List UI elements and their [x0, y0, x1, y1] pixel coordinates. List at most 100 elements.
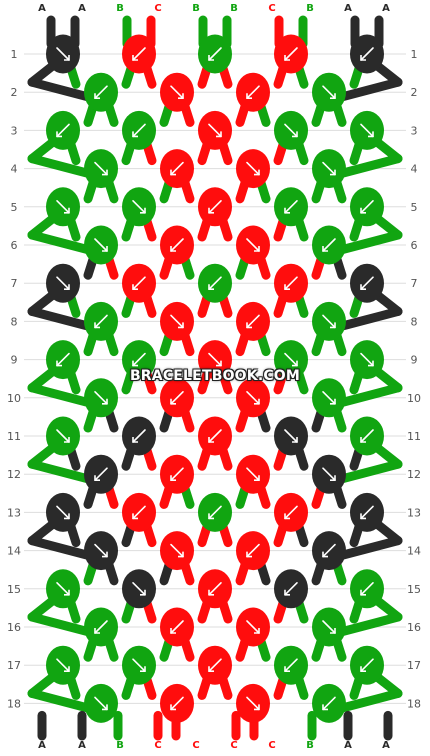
- arrow-down-left-icon: [284, 581, 298, 596]
- arrow-down-right-icon: [246, 620, 260, 634]
- arrow-down-left-icon: [56, 352, 70, 367]
- arrow-head-icon: [330, 398, 336, 405]
- arrow-head-icon: [132, 360, 138, 367]
- arrow-down-right-icon: [56, 658, 70, 673]
- row-number-left: 3: [11, 124, 18, 137]
- arrow-down-right-icon: [94, 543, 108, 558]
- arrow-head-icon: [292, 131, 298, 138]
- strand-label-top: A: [38, 3, 46, 14]
- arrow-down-left-icon: [132, 505, 146, 520]
- arrow-down-right-icon: [94, 161, 108, 176]
- arrow-head-icon: [254, 475, 260, 482]
- strand-edge-right: [332, 688, 403, 714]
- arrow-down-right-icon: [56, 47, 70, 61]
- row-number-right: 2: [411, 86, 418, 99]
- arrow-down-left-icon: [360, 429, 374, 443]
- arrow-down-left-icon: [94, 85, 108, 99]
- arrow-head-icon: [170, 169, 176, 176]
- arrow-down-right-icon: [284, 352, 298, 367]
- arrow-down-right-icon: [170, 543, 184, 558]
- arrow-down-right-icon: [322, 467, 336, 482]
- arrow-head-icon: [94, 475, 100, 482]
- arrow-down-right-icon: [132, 200, 146, 214]
- arrow-down-left-icon: [360, 658, 374, 673]
- arrow-head-icon: [284, 55, 290, 61]
- arrow-head-icon: [360, 513, 366, 520]
- arrow-down-right-icon: [170, 314, 184, 329]
- row-number-right: 17: [407, 659, 421, 672]
- arrow-down-left-icon: [132, 276, 146, 291]
- strand-label-top: C: [154, 3, 161, 14]
- arrow-head-icon: [56, 131, 62, 138]
- arrow-head-icon: [170, 475, 176, 482]
- strand-label-bottom: B: [116, 740, 124, 751]
- arrow-down-right-icon: [360, 352, 374, 367]
- row-number-right: 10: [407, 392, 421, 405]
- arrow-head-icon: [292, 437, 298, 443]
- arrow-down-right-icon: [322, 620, 336, 634]
- row-number-right: 5: [411, 201, 418, 214]
- arrow-head-icon: [246, 93, 252, 99]
- arrow-down-left-icon: [132, 352, 146, 367]
- arrow-down-left-icon: [94, 620, 108, 634]
- arrow-head-icon: [56, 360, 62, 367]
- arrow-head-icon: [246, 322, 252, 329]
- arrow-down-right-icon: [94, 238, 108, 252]
- arrow-down-left-icon: [284, 200, 298, 214]
- arrow-down-left-icon: [208, 658, 222, 673]
- strand-label-top: B: [230, 3, 238, 14]
- arrow-down-left-icon: [360, 200, 374, 214]
- strand-edge-right: [332, 77, 403, 103]
- row-number-left: 7: [11, 277, 18, 290]
- arrow-down-left-icon: [170, 696, 184, 711]
- row-number-left: 1: [11, 48, 18, 61]
- arrow-head-icon: [322, 551, 328, 558]
- strand-label-bottom: A: [344, 740, 352, 751]
- row-number-right: 1: [411, 48, 418, 61]
- arrow-head-icon: [330, 475, 336, 482]
- arrow-head-icon: [102, 246, 108, 252]
- strand-edge-left: [27, 383, 98, 409]
- strand-label-top: B: [306, 3, 314, 14]
- arrow-head-icon: [330, 628, 336, 634]
- strand-label-bottom: C: [154, 740, 161, 751]
- arrow-head-icon: [284, 513, 290, 520]
- strand-edge-left: [27, 230, 98, 256]
- arrow-head-icon: [64, 55, 70, 61]
- arrow-down-left-icon: [132, 429, 146, 443]
- arrow-head-icon: [208, 207, 214, 214]
- arrow-down-left-icon: [246, 314, 260, 329]
- arrow-down-left-icon: [246, 543, 260, 558]
- arrow-head-icon: [368, 360, 374, 367]
- arrow-head-icon: [360, 589, 366, 596]
- strand-edge-right: [332, 459, 403, 485]
- arrow-head-icon: [102, 398, 108, 405]
- arrow-down-right-icon: [246, 390, 260, 405]
- arrow-head-icon: [64, 666, 70, 673]
- strand-label-bottom: A: [38, 740, 46, 751]
- strand-label-bottom: A: [382, 740, 390, 751]
- arrow-down-left-icon: [132, 123, 146, 138]
- arrow-head-icon: [292, 360, 298, 367]
- strand-label-bottom: C: [268, 740, 275, 751]
- arrow-down-right-icon: [56, 505, 70, 520]
- arrow-head-icon: [254, 704, 260, 711]
- row-number-right: 8: [411, 315, 418, 328]
- arrow-head-icon: [64, 437, 70, 443]
- arrow-down-left-icon: [170, 238, 184, 252]
- strand-edge-left: [27, 612, 98, 638]
- row-number-right: 12: [407, 468, 421, 481]
- arrow-head-icon: [178, 93, 184, 99]
- strand-label-top: C: [268, 3, 275, 14]
- arrow-head-icon: [178, 322, 184, 329]
- arrow-head-icon: [208, 55, 214, 61]
- arrow-head-icon: [322, 704, 328, 711]
- arrow-down-left-icon: [284, 505, 298, 520]
- row-number-left: 12: [7, 468, 21, 481]
- row-number-left: 16: [7, 621, 21, 634]
- strand-edge-left: [27, 77, 98, 103]
- arrow-head-icon: [102, 704, 108, 711]
- arrow-head-icon: [254, 628, 260, 634]
- strand-label-bottom: C: [230, 740, 237, 751]
